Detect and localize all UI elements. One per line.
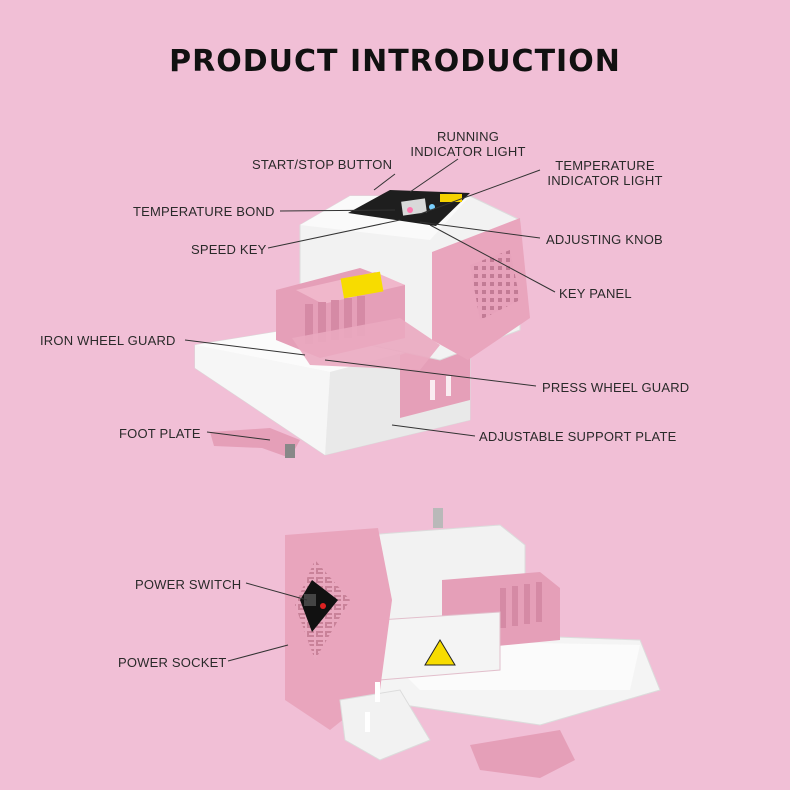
temperature-bond-label: TEMPERATURE BOND — [133, 204, 275, 219]
press-wheel-guard-label: PRESS WHEEL GUARD — [542, 380, 690, 395]
adjustable-support-plate-label: ADJUSTABLE SUPPORT PLATE — [479, 429, 677, 444]
top-machine — [194, 190, 530, 458]
running-indicator-light-label: RUNNING INDICATOR LIGHT — [400, 129, 536, 159]
bottom-machine — [285, 508, 661, 778]
iron-wheel-guard-label: IRON WHEEL GUARD — [40, 333, 176, 348]
temperature-indicator-light-label: TEMPERATURE INDICATOR LIGHT — [540, 158, 670, 188]
temperature-indicator-light-line1: TEMPERATURE — [555, 158, 655, 173]
adjusting-knob-label: ADJUSTING KNOB — [546, 232, 663, 247]
running-indicator-light-line1: RUNNING — [436, 129, 500, 144]
page-title: PRODUCT INTRODUCTION — [169, 44, 621, 79]
power-socket-label: POWER SOCKET — [118, 655, 227, 670]
start-stop-button-label: START/STOP BUTTON — [252, 157, 393, 172]
running-indicator-light-line2: INDICATOR LIGHT — [410, 144, 526, 159]
leader-lines — [184, 158, 556, 662]
foot-plate-label: FOOT PLATE — [119, 426, 201, 441]
power-switch-label: POWER SWITCH — [135, 577, 242, 592]
temperature-indicator-light-line2: INDICATOR LIGHT — [547, 173, 663, 188]
key-panel-label: KEY PANEL — [559, 286, 632, 301]
speed-key-label: SPEED KEY — [191, 242, 267, 257]
